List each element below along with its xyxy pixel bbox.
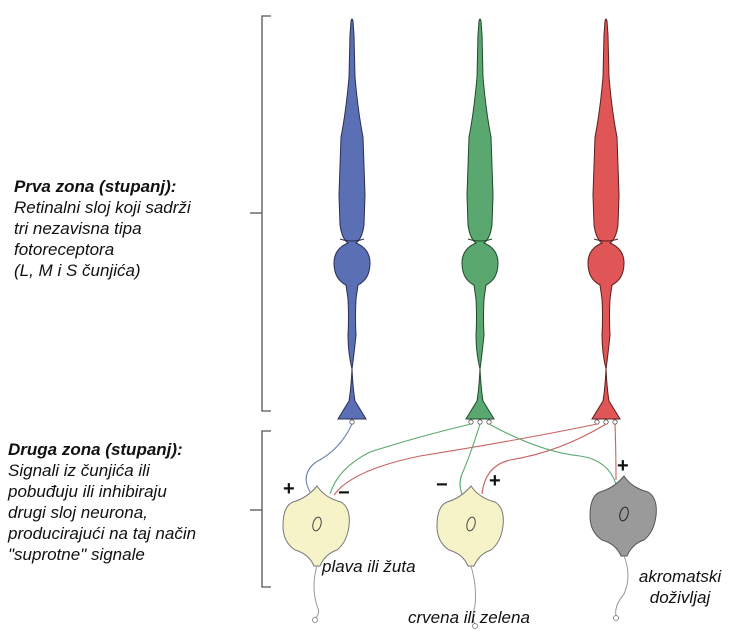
achromatic-neuron [589, 475, 657, 621]
blue-yellow-neuron [282, 485, 350, 623]
red-green-neuron [436, 485, 504, 629]
zone2-line-4: producirajući na taj način [8, 524, 197, 543]
zone1-label: Prva zona (stupanj): Retinalni sloj koji… [14, 176, 259, 281]
blue-yellow-plus-sign: + [283, 478, 295, 500]
red-green-minus-sign: − [436, 474, 448, 496]
zone2-line-3: drugi sloj neurona, [8, 503, 148, 522]
blue-yellow-label: plava ili žuta [322, 557, 416, 576]
achromatic-plus-sign: + [617, 455, 629, 477]
zone2-bracket [250, 430, 271, 588]
red-green-label: crvena ili zelena [408, 608, 530, 627]
zone1-line-3: fotoreceptora [14, 240, 115, 259]
achromatic-label-line-1: akromatski [638, 567, 722, 586]
zone1-line-2: tri nezavisna tipa [14, 219, 142, 238]
connection-lines [305, 423, 617, 496]
cone-terminals [349, 419, 618, 425]
zone2-line-2: pobuđuju ili inhibiraju [8, 482, 167, 501]
red-green-plus-sign: + [489, 470, 501, 492]
zone2-line-5: "suprotne" signale [8, 545, 145, 564]
l-cone [587, 18, 625, 420]
zone2-title: Druga zona (stupanj): [8, 440, 183, 459]
zone2-label: Druga zona (stupanj): Signali iz čunjića… [8, 439, 258, 565]
s-cone [333, 18, 371, 420]
zone1-bracket [250, 15, 271, 412]
zone1-line-1: Retinalni sloj koji sadrži [14, 198, 191, 217]
achromatic-label: akromatski doživljaj [630, 566, 730, 608]
zone1-line-4: (L, M i S čunjića) [14, 261, 141, 280]
blue-yellow-minus-sign: − [338, 482, 350, 504]
zone2-line-1: Signali iz čunjića ili [8, 461, 150, 480]
m-cone [461, 18, 499, 420]
achromatic-label-line-2: doživljaj [649, 588, 711, 607]
zone1-title: Prva zona (stupanj): [14, 177, 177, 196]
